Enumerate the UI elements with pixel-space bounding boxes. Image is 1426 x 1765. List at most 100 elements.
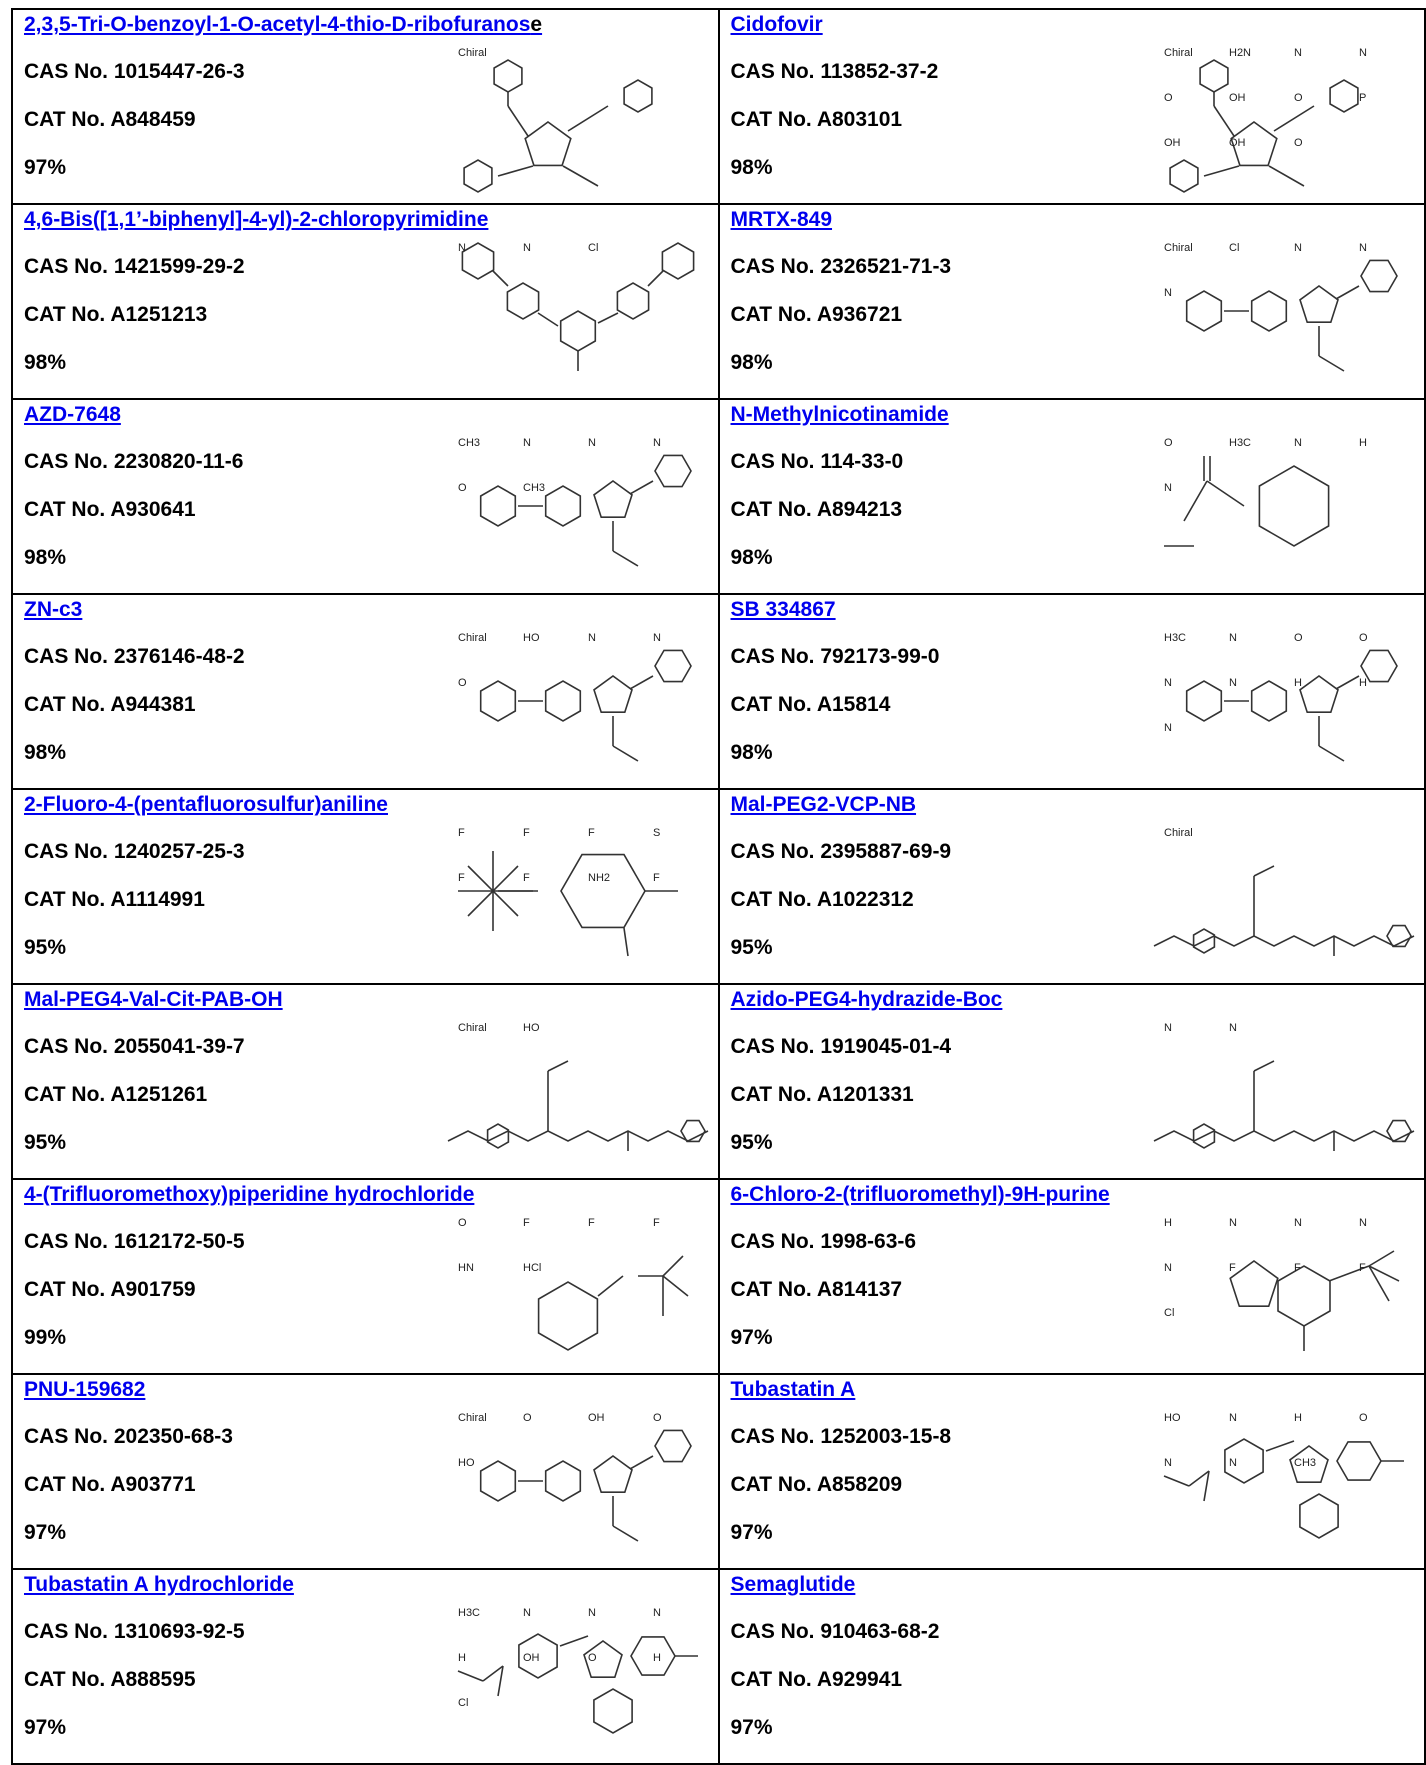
product-name-link[interactable]: N-Methylnicotinamide [731, 403, 949, 427]
product-cell: 4-(Trifluoromethoxy)piperidine hydrochlo… [11, 1178, 720, 1375]
structure-atom-label: N [523, 242, 531, 254]
product-name: 4-(Trifluoromethoxy)piperidine hydrochlo… [24, 1183, 475, 1206]
structure-atom-label: H2N [1229, 47, 1251, 59]
table-row: 4-(Trifluoromethoxy)piperidine hydrochlo… [11, 1178, 1426, 1375]
product-name-link[interactable]: 4,6-Bis([1,1’-biphenyl]-4-yl)-2-chloropy… [24, 208, 488, 232]
structure-atom-label: OH [588, 1412, 605, 1424]
structure-atom-label: H3C [1164, 632, 1186, 644]
product-name: Tubastatin A [730, 1378, 856, 1401]
structure-atom-label: N [1229, 1022, 1237, 1034]
purity: 95% [730, 1131, 773, 1154]
cat-number: CAT No. A929941 [730, 1668, 903, 1691]
product-name-link[interactable]: MRTX-849 [731, 208, 833, 232]
structure-atom-label: H3C [1229, 437, 1251, 449]
structure-atom-label: HO [523, 632, 540, 644]
structure-atom-label: O [1294, 137, 1303, 149]
structure-atom-label: Chiral [1164, 47, 1193, 59]
structure-atom-label: Cl [1229, 242, 1239, 254]
cas-number: CAS No. 1612172-50-5 [24, 1230, 245, 1253]
product-name-link[interactable]: Tubastatin A hydrochloride [24, 1573, 294, 1597]
cat-number: CAT No. A1201331 [730, 1083, 914, 1106]
structure-atom-label: F [458, 827, 465, 839]
structure-atom-label: N [1294, 242, 1302, 254]
cas-number: CAS No. 2326521-71-3 [730, 255, 952, 278]
structure-atom-label: N [1294, 1217, 1302, 1229]
structure-atom-label: O [1294, 632, 1303, 644]
product-name-link[interactable]: 6-Chloro-2-(trifluoromethyl)-9H-purine [731, 1183, 1110, 1207]
product-name-link[interactable]: 2-Fluoro-4-(pentafluorosulfur)aniline [24, 793, 388, 817]
product-name: SB 334867 [730, 598, 836, 621]
structure-atom-label: N [1229, 632, 1237, 644]
purity: 98% [24, 741, 67, 764]
cat-number: CAT No. A903771 [24, 1473, 196, 1496]
structure-atom-label: Cl [1164, 1307, 1174, 1319]
structure-atom-label: HO [523, 1022, 540, 1034]
structure-atom-label: N [588, 1607, 596, 1619]
cas-number: CAS No. 2230820-11-6 [24, 450, 244, 473]
purity: 95% [730, 936, 773, 959]
cat-number: CAT No. A848459 [24, 108, 196, 131]
product-name: 6-Chloro-2-(trifluoromethyl)-9H-purine [730, 1183, 1110, 1206]
cat-number: CAT No. A901759 [24, 1278, 196, 1301]
structure-atom-label: N [1359, 1217, 1367, 1229]
product-name-suffix: e [530, 13, 543, 36]
structure-atom-label: N [1164, 1022, 1172, 1034]
structure-atom-label: F [588, 1217, 595, 1229]
product-name-link[interactable]: Mal-PEG2-VCP-NB [731, 793, 917, 817]
structure-atom-label: N [1229, 1217, 1237, 1229]
structure-atom-label: N [1164, 677, 1172, 689]
structure-atom-label: F [588, 827, 595, 839]
product-name-link[interactable]: Tubastatin A [731, 1378, 856, 1402]
purity: 95% [24, 1131, 67, 1154]
cas-number: CAS No. 1998-63-6 [730, 1230, 917, 1253]
structure-atom-label: Chiral [458, 632, 487, 644]
product-name-link[interactable]: SB 334867 [731, 598, 836, 622]
product-name-link[interactable]: Mal-PEG4-Val-Cit-PAB-OH [24, 988, 283, 1012]
product-name-link[interactable]: 2,3,5-Tri-O-benzoyl-1-O-acetyl-4-thio-D-… [24, 13, 542, 37]
product-name-link[interactable]: 4-(Trifluoromethoxy)piperidine hydrochlo… [24, 1183, 474, 1207]
product-name-link[interactable]: ZN-c3 [24, 598, 82, 622]
structure-atom-label: N [1294, 47, 1302, 59]
structure-atom-label: Chiral [458, 1412, 487, 1424]
structure-atom-label: Cl [458, 1697, 468, 1709]
product-name-link[interactable]: AZD-7648 [24, 403, 121, 427]
structure-atom-label: H [653, 1652, 661, 1664]
product-table: 2,3,5-Tri-O-benzoyl-1-O-acetyl-4-thio-D-… [11, 8, 1426, 1765]
structure-atom-label: Chiral [1164, 242, 1193, 254]
structure-atom-label: N [1229, 677, 1237, 689]
cat-number: CAT No. A15814 [730, 693, 891, 716]
structure-atom-label: N [523, 437, 531, 449]
product-name: Mal-PEG4-Val-Cit-PAB-OH [24, 988, 283, 1011]
cat-number: CAT No. A936721 [730, 303, 903, 326]
product-name-link[interactable]: Azido-PEG4-hydrazide-Boc [731, 988, 1003, 1012]
structure-atom-label: Chiral [1164, 827, 1193, 839]
product-name-link[interactable]: Semaglutide [731, 1573, 856, 1597]
product-name-link[interactable]: PNU-159682 [24, 1378, 145, 1402]
structure-atom-label: O [1164, 437, 1173, 449]
cas-number: CAS No. 114-33-0 [730, 450, 904, 473]
product-name-link[interactable]: Cidofovir [731, 13, 823, 37]
structure-atom-label: H [458, 1652, 466, 1664]
